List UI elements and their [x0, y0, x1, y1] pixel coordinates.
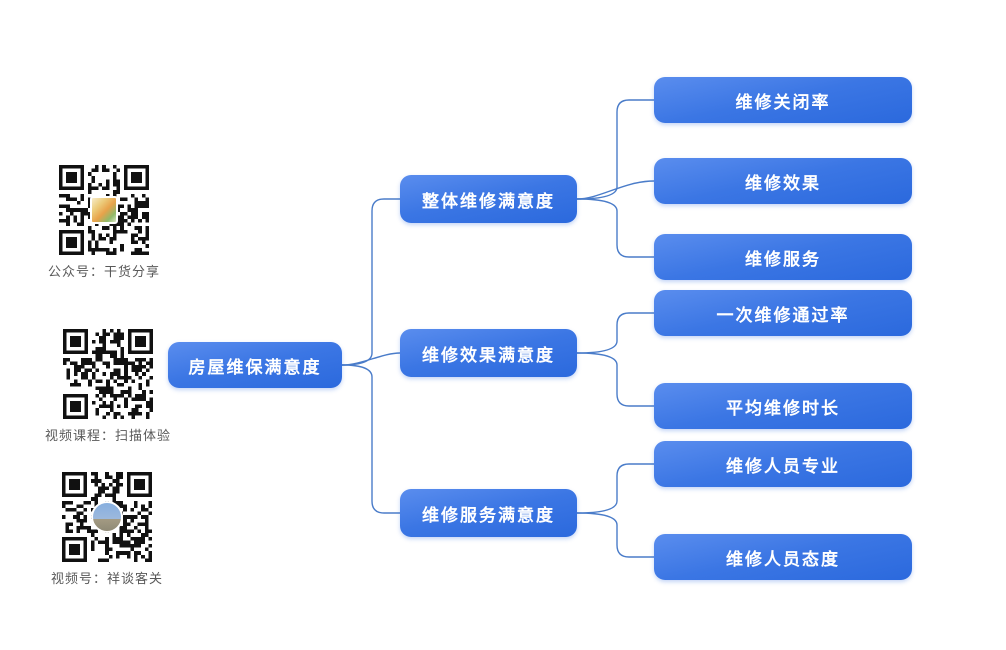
- qr-caption: 视频号：祥谈客关: [50, 572, 163, 587]
- node-label: 维修关闭率: [735, 92, 831, 113]
- mindmap-node-leaf-first-pass-rate[interactable]: 一次维修通过率: [654, 290, 912, 336]
- mindmap-node-leaf-avg-duration[interactable]: 平均维修时长: [654, 383, 912, 429]
- mindmap-node-leaf-repair-effect[interactable]: 维修效果: [654, 158, 912, 204]
- node-label: 一次维修通过率: [716, 305, 850, 326]
- mindmap-node-leaf-staff-professional[interactable]: 维修人员专业: [654, 441, 912, 487]
- node-label: 维修效果: [745, 173, 821, 194]
- connector-branch0-leaf0: [576, 99, 654, 200]
- qr-pattern-icon: [59, 165, 149, 255]
- node-label: 整体维修满意度: [422, 191, 555, 212]
- connector-root-branch1: [341, 352, 401, 366]
- qr-code-icon: [59, 165, 149, 255]
- connector-branch1-leaf0: [576, 312, 654, 354]
- mindmap-node-root[interactable]: 房屋维保满意度: [168, 342, 342, 388]
- mindmap-node-branch-effect[interactable]: 维修效果满意度: [400, 329, 577, 377]
- node-label: 维修服务: [745, 249, 821, 270]
- qr-code-icon: [62, 472, 152, 562]
- connector-branch1-leaf1: [576, 352, 654, 407]
- mindmap-node-leaf-staff-attitude[interactable]: 维修人员态度: [654, 534, 912, 580]
- node-label: 平均维修时长: [726, 398, 840, 419]
- node-label: 房屋维保满意度: [188, 357, 322, 378]
- connector-root-branch0: [341, 198, 400, 366]
- qr-caption: 公众号：干货分享: [47, 265, 160, 280]
- qr-block-video-course: 视频课程：扫描体验: [43, 329, 173, 444]
- connector-branch2-leaf0: [576, 463, 654, 514]
- mindmap-node-branch-service[interactable]: 维修服务满意度: [400, 489, 577, 537]
- qr-caption: 视频课程：扫描体验: [44, 429, 171, 444]
- mindmap-node-branch-overall[interactable]: 整体维修满意度: [400, 175, 577, 223]
- qr-code-icon: [63, 329, 153, 419]
- node-label: 维修效果满意度: [422, 345, 555, 366]
- node-label: 维修人员专业: [726, 456, 840, 477]
- qr-center-logo-avatar: [91, 501, 123, 533]
- qr-block-video-channel: 视频号：祥谈客关: [42, 472, 172, 587]
- qr-center-logo-photo: [90, 196, 118, 224]
- mindmap-node-leaf-repair-service[interactable]: 维修服务: [654, 234, 912, 280]
- qr-block-official-account: 公众号：干货分享: [39, 165, 169, 280]
- connector-branch0-leaf2: [576, 198, 654, 258]
- connector-root-branch2: [341, 364, 400, 514]
- connector-branch2-leaf1: [576, 512, 654, 558]
- mindmap-node-leaf-close-rate[interactable]: 维修关闭率: [654, 77, 912, 123]
- node-label: 维修人员态度: [726, 549, 840, 570]
- qr-pattern-icon: [62, 472, 152, 562]
- node-label: 维修服务满意度: [422, 505, 555, 526]
- qr-pattern-icon: [63, 329, 153, 419]
